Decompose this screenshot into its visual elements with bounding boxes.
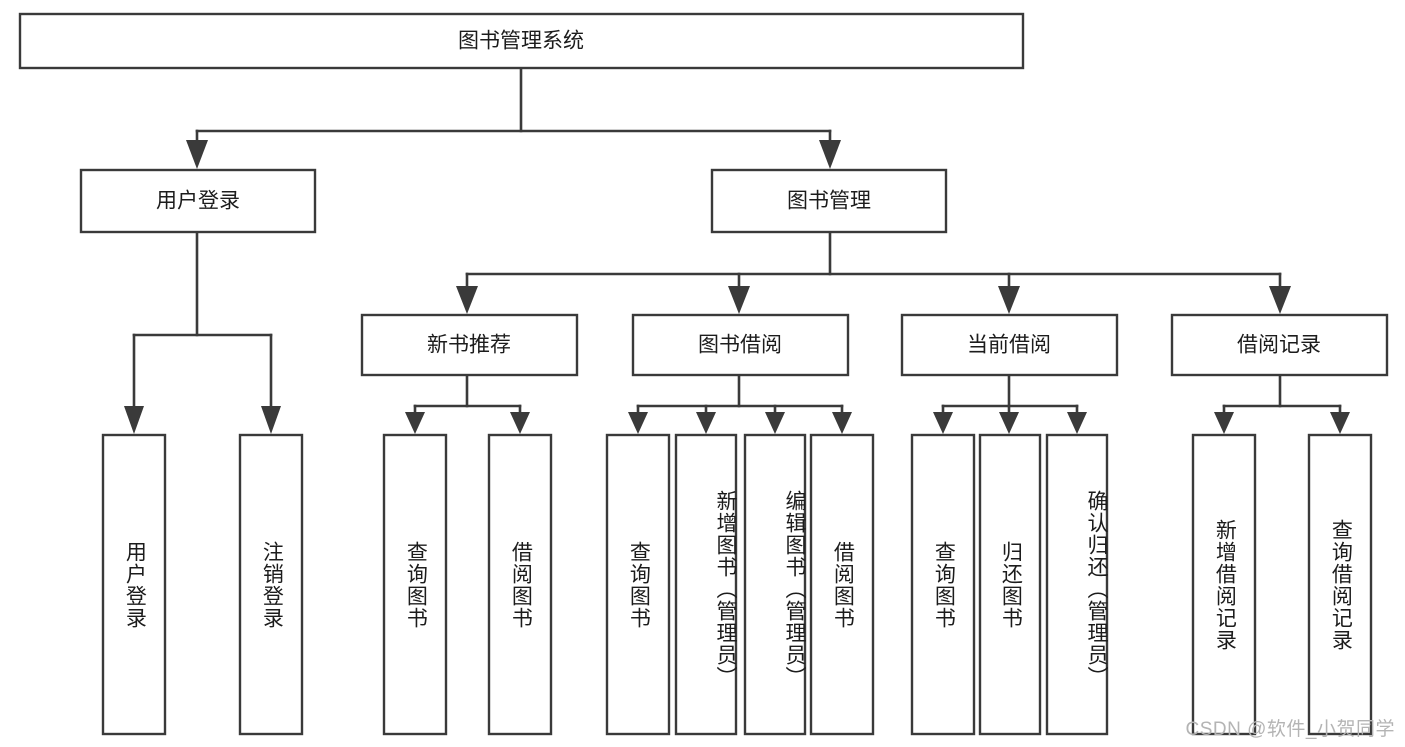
arrow-head-cb-return (999, 412, 1019, 434)
leaf-bb-query-book[interactable] (605, 433, 671, 736)
node-root[interactable] (18, 12, 1025, 70)
node-book-borrow[interactable] (631, 313, 850, 377)
node-book-manage-label: 图书管理 (787, 190, 871, 213)
watermark: CSDN @软件_小贺同学 (1185, 719, 1395, 740)
arrow-head-bb-add (696, 412, 716, 434)
node-user-login[interactable] (79, 168, 317, 234)
arrow-head-new-book (456, 286, 478, 314)
arrow-head-br-query (1330, 412, 1350, 434)
connector-group-root (186, 66, 841, 169)
arrow-head-book-manage (819, 140, 841, 169)
leaf-br-add-record[interactable] (1191, 433, 1257, 736)
arrow-head-leaf-user-login (124, 406, 144, 434)
node-borrow-record[interactable] (1170, 313, 1389, 377)
arrow-head-leaf-logout (261, 406, 281, 434)
node-current-borrow-label: 当前借阅 (967, 334, 1051, 357)
arrow-head-borrow-record (1269, 286, 1291, 314)
connector-group-book-manage (456, 230, 1291, 314)
node-root-label: 图书管理系统 (458, 30, 584, 53)
arrow-head-bb-query (628, 412, 648, 434)
leaf-nb-query-book[interactable] (382, 433, 448, 736)
node-borrow-record-label: 借阅记录 (1237, 334, 1321, 357)
node-user-login-label: 用户登录 (156, 190, 240, 213)
leaf-cb-return-book[interactable] (978, 433, 1042, 736)
node-current-borrow[interactable] (900, 313, 1119, 377)
leaf-bb-add-book[interactable] (674, 433, 738, 736)
node-new-book-recommend-label: 新书推荐 (427, 334, 511, 357)
node-book-manage[interactable] (710, 168, 948, 234)
connector-group-book-borrow (628, 373, 852, 434)
leaf-logout[interactable] (238, 433, 304, 736)
arrow-head-bb-borrow (832, 412, 852, 434)
arrow-head-nb-borrow (510, 412, 530, 434)
arrow-head-book-borrow (728, 286, 750, 314)
arrow-head-bb-edit (765, 412, 785, 434)
arrow-head-nb-query (405, 412, 425, 434)
node-book-borrow-label: 图书借阅 (698, 334, 782, 357)
leaf-user-login[interactable] (101, 433, 167, 736)
connector-group-new-book (405, 373, 530, 434)
arrow-head-current-borrow (998, 286, 1020, 314)
connector-group-current-borrow (933, 373, 1087, 434)
leaf-cb-query-book[interactable] (910, 433, 976, 736)
arrow-head-br-add (1214, 412, 1234, 434)
leaf-bb-edit-book[interactable] (743, 433, 807, 736)
leaf-bb-borrow-book[interactable] (809, 433, 875, 736)
leaf-br-query-record[interactable] (1307, 433, 1373, 736)
leaf-nb-borrow-book[interactable] (487, 433, 553, 736)
leaf-cb-confirm-return[interactable] (1045, 433, 1109, 736)
arrow-head-user-login (186, 140, 208, 169)
node-new-book-recommend[interactable] (360, 313, 579, 377)
connector-group-user-login (124, 230, 281, 434)
connector-group-borrow-record (1214, 373, 1350, 434)
arrow-head-cb-confirm (1067, 412, 1087, 434)
arrow-head-cb-query (933, 412, 953, 434)
